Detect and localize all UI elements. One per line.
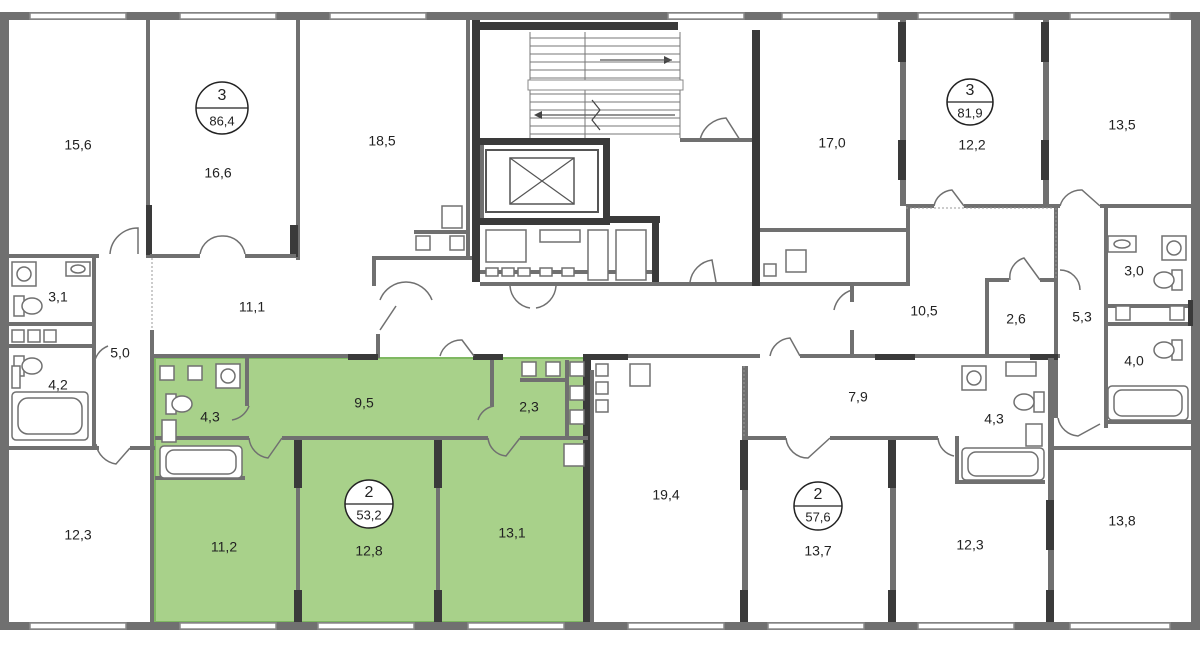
room-area-label: 10,5 <box>910 303 937 319</box>
doors <box>93 117 1101 465</box>
room-area-label: 12,8 <box>355 543 382 559</box>
room-area-label: 17,0 <box>818 135 845 151</box>
room-area-label: 4,0 <box>1124 353 1144 369</box>
room-area-label: 2,3 <box>519 399 539 415</box>
room-area-label: 4,3 <box>984 411 1004 427</box>
apartment-badge[interactable]: 2 53,2 <box>344 479 394 529</box>
room-area-label: 16,6 <box>204 165 231 181</box>
tech-shafts <box>485 229 647 281</box>
windows-bottom <box>29 622 1171 630</box>
room-area-label: 18,5 <box>368 133 395 149</box>
badge-area: 53,2 <box>356 507 381 522</box>
room-area-label: 12,3 <box>64 527 91 543</box>
room-area-label: 12,3 <box>956 537 983 553</box>
room-area-label: 5,3 <box>1072 309 1092 325</box>
room-area-label: 3,0 <box>1124 263 1144 279</box>
apartment-badge[interactable]: 3 81,9 <box>946 78 994 126</box>
windows-top <box>29 12 1171 20</box>
room-area-label: 15,6 <box>64 137 91 153</box>
room-area-label: 13,5 <box>1108 117 1135 133</box>
room-area-label: 3,1 <box>48 289 68 305</box>
apartment-badge[interactable]: 2 57,6 <box>793 481 843 531</box>
stair-icon <box>527 32 684 138</box>
room-area-label: 13,8 <box>1108 513 1135 529</box>
cabinets <box>11 235 1185 425</box>
room-area-label: 12,2 <box>958 137 985 153</box>
room-area-label: 11,1 <box>239 299 265 315</box>
elevator-icon <box>485 149 599 213</box>
badge-rooms: 3 <box>218 87 227 104</box>
room-area-label: 4,3 <box>200 409 220 425</box>
outer-walls <box>0 12 1200 630</box>
room-area-label: 4,2 <box>48 377 68 393</box>
room-area-label: 11,2 <box>211 539 237 555</box>
interior-walls <box>9 20 1193 622</box>
room-area-label: 7,9 <box>848 389 868 405</box>
dashed-partitions <box>151 207 1057 436</box>
badge-area: 86,4 <box>209 113 234 128</box>
room-labels: 15,6 16,6 18,5 17,0 12,2 13,5 3,1 5,0 11… <box>48 117 1144 559</box>
badge-rooms: 2 <box>814 486 823 503</box>
washer-icon <box>11 235 1187 391</box>
apartment-badge[interactable]: 3 86,4 <box>195 81 249 135</box>
room-area-label: 9,5 <box>354 395 374 411</box>
bathtub-icon <box>11 385 1189 481</box>
badge-area: 57,6 <box>805 509 830 524</box>
room-area-label: 2,6 <box>1006 311 1026 327</box>
badge-rooms: 2 <box>365 484 374 501</box>
sink-icon <box>11 205 1137 467</box>
room-area-label: 13,1 <box>498 525 525 541</box>
room-area-label: 19,4 <box>652 487 679 503</box>
room-area-label: 13,7 <box>804 543 831 559</box>
badge-area: 81,9 <box>957 105 982 120</box>
room-area-label: 5,0 <box>110 345 130 361</box>
badge-rooms: 3 <box>966 82 975 99</box>
